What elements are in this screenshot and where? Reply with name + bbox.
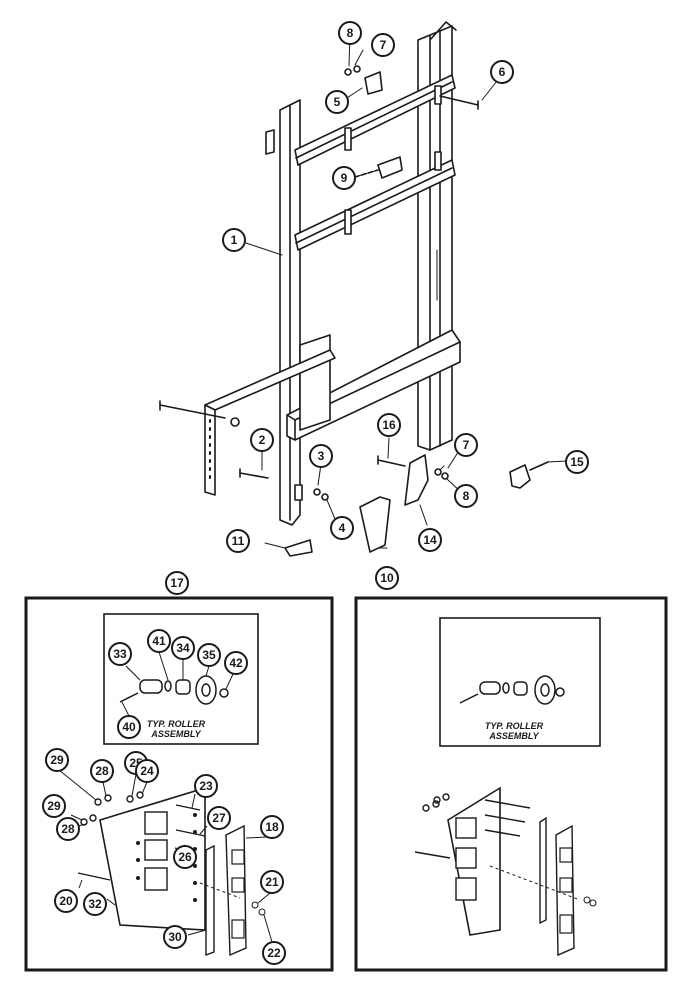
callout-16: 16 (377, 413, 401, 437)
callout-20: 20 (54, 889, 78, 913)
svg-text:30: 30 (168, 930, 182, 944)
svg-text:14: 14 (423, 533, 437, 547)
callout-3: 3 (309, 444, 333, 468)
callout-41: 41 (147, 629, 171, 653)
callout-29-top: 29 (45, 748, 69, 772)
svg-text:33: 33 (113, 647, 127, 661)
svg-text:8: 8 (347, 26, 354, 40)
svg-text:34: 34 (176, 641, 190, 655)
svg-text:5: 5 (334, 95, 341, 109)
callout-23: 23 (194, 774, 218, 798)
callout-15: 15 (565, 450, 589, 474)
left-detail-panel (24, 596, 334, 972)
callout-2: 2 (250, 428, 274, 452)
svg-text:23: 23 (199, 779, 213, 793)
callout-5: 5 (325, 90, 349, 114)
callout-18: 18 (260, 815, 284, 839)
left-inset-label-line2: ASSEMBLY (150, 729, 201, 739)
callout-32: 32 (83, 892, 107, 916)
svg-text:6: 6 (499, 65, 506, 79)
callout-26: 26 (173, 845, 197, 869)
svg-text:3: 3 (318, 449, 325, 463)
callout-1: 1 (222, 228, 246, 252)
upper-loose-parts (344, 65, 479, 179)
svg-text:2: 2 (259, 433, 266, 447)
svg-text:9: 9 (341, 171, 348, 185)
callout-22: 22 (262, 941, 286, 965)
svg-text:20: 20 (59, 894, 73, 908)
callout-17: 17 (165, 571, 189, 595)
callout-28-lower: 28 (56, 817, 80, 841)
svg-text:24: 24 (140, 764, 154, 778)
svg-text:1: 1 (231, 233, 238, 247)
svg-text:16: 16 (382, 418, 396, 432)
callout-35: 35 (197, 643, 221, 667)
left-inset-label-line1: TYP. ROLLER (147, 719, 206, 729)
right-inset-label-line2: ASSEMBLY (488, 731, 539, 741)
right-inset-label-line1: TYP. ROLLER (485, 721, 544, 731)
svg-text:21: 21 (265, 875, 279, 889)
callout-9: 9 (332, 166, 356, 190)
callout-40: 40 (117, 715, 141, 739)
svg-text:8: 8 (463, 489, 470, 503)
svg-text:4: 4 (339, 521, 346, 535)
callout-4: 4 (330, 516, 354, 540)
svg-text:26: 26 (178, 850, 192, 864)
callout-30: 30 (163, 925, 187, 949)
svg-text:28: 28 (61, 822, 75, 836)
callout-11: 11 (226, 529, 250, 553)
callout-8-top: 8 (338, 21, 362, 45)
svg-text:40: 40 (122, 720, 136, 734)
callout-42: 42 (224, 651, 248, 675)
svg-text:10: 10 (380, 571, 394, 585)
right-detail-panel (354, 596, 668, 972)
callout-29-lower: 29 (42, 794, 66, 818)
svg-text:11: 11 (232, 534, 245, 548)
callout-14: 14 (418, 528, 442, 552)
lower-loose-parts (159, 400, 549, 557)
svg-text:17: 17 (170, 576, 184, 590)
callout-8-lower: 8 (454, 484, 478, 508)
svg-text:42: 42 (229, 656, 243, 670)
svg-text:22: 22 (267, 946, 281, 960)
svg-text:32: 32 (88, 897, 102, 911)
callout-27: 27 (207, 806, 231, 830)
callout-33: 33 (108, 642, 132, 666)
svg-text:7: 7 (463, 438, 470, 452)
callout-7-lower: 7 (454, 433, 478, 457)
callout-24: 24 (135, 759, 159, 783)
callout-10: 10 (375, 566, 399, 590)
svg-text:18: 18 (265, 820, 279, 834)
svg-text:28: 28 (95, 764, 109, 778)
callout-6: 6 (490, 60, 514, 84)
frame-assembly (204, 21, 461, 526)
svg-text:29: 29 (50, 753, 64, 767)
svg-text:27: 27 (212, 811, 226, 825)
svg-text:15: 15 (570, 455, 584, 469)
callout-21: 21 (260, 870, 284, 894)
svg-text:41: 41 (152, 634, 166, 648)
callout-7-top: 7 (371, 33, 395, 57)
svg-text:7: 7 (380, 38, 387, 52)
callout-34: 34 (171, 636, 195, 660)
svg-text:29: 29 (47, 799, 61, 813)
callout-28-top: 28 (90, 759, 114, 783)
svg-text:35: 35 (202, 648, 216, 662)
